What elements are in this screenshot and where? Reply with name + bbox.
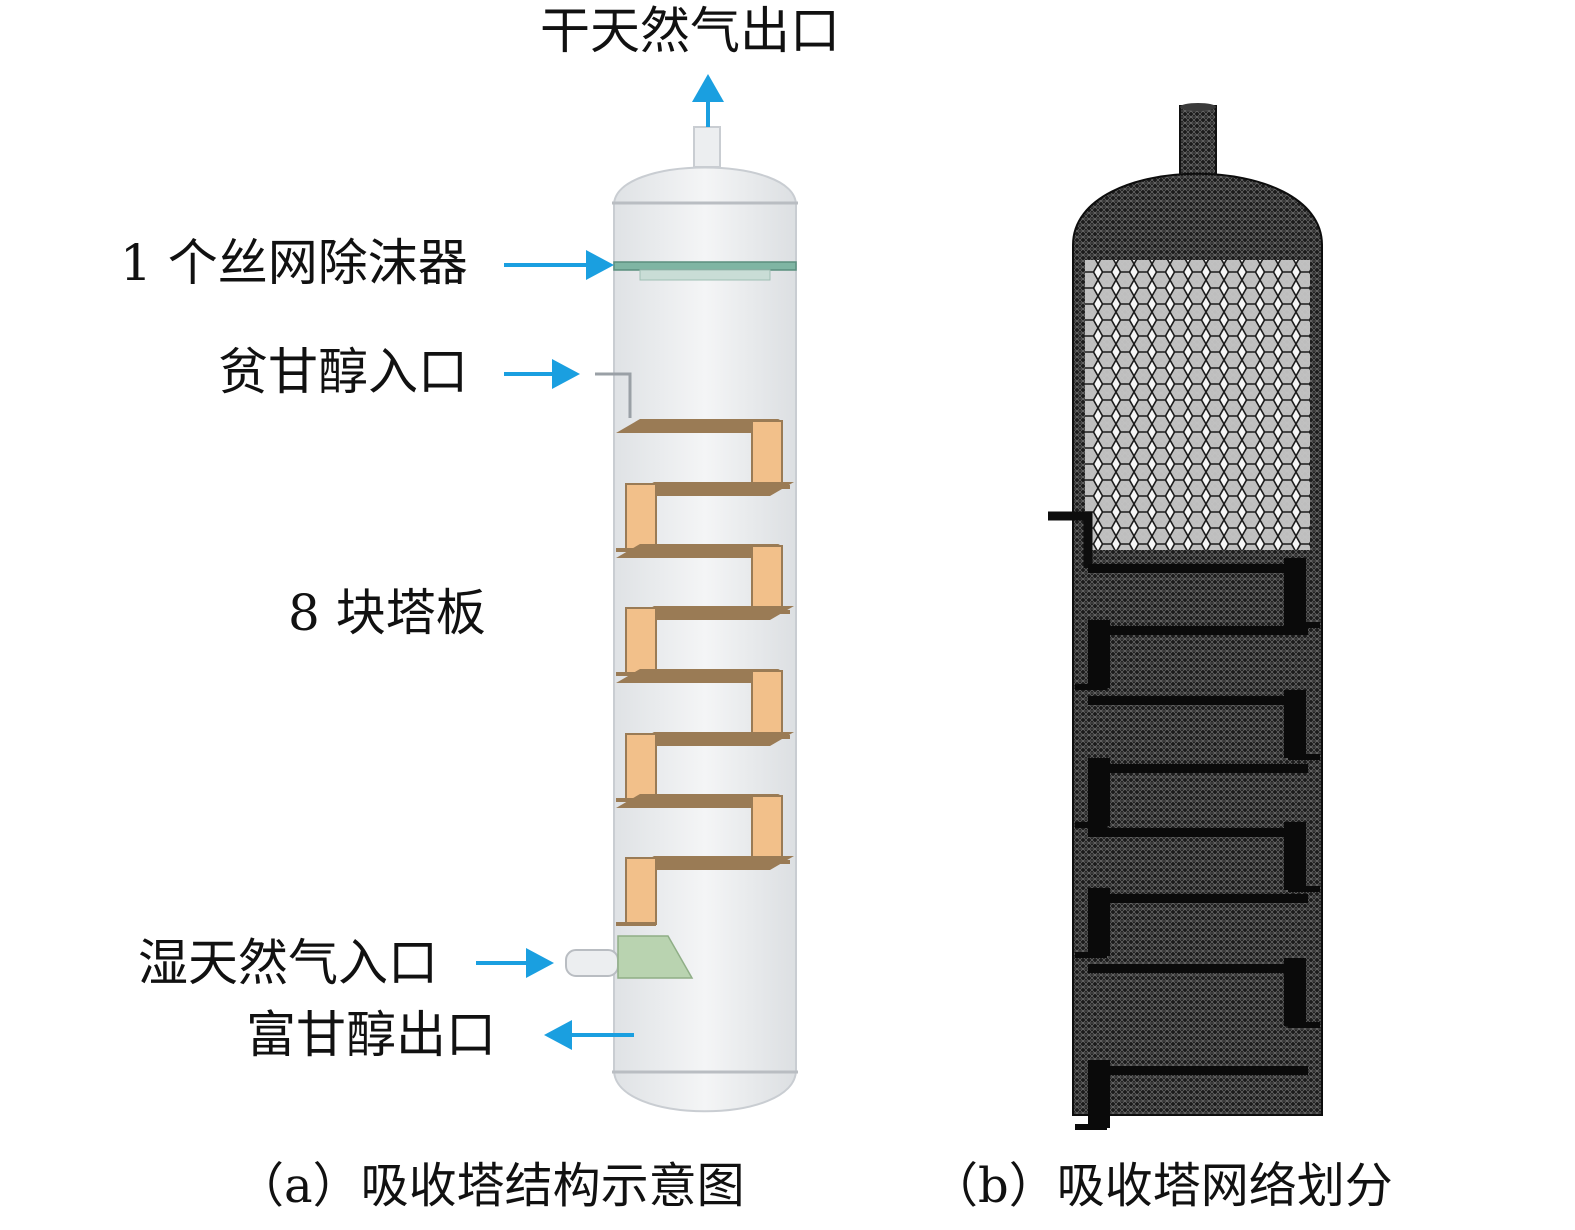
tray-7 bbox=[616, 794, 790, 864]
mist-eliminator bbox=[613, 261, 797, 271]
panel-a-vessel bbox=[565, 126, 798, 1113]
tray-5 bbox=[616, 669, 790, 739]
panel-a-arrows bbox=[476, 74, 724, 1050]
mesh-tray-7 bbox=[1088, 958, 1320, 1028]
mesh-tray-5 bbox=[1088, 822, 1320, 892]
mesh-tray-6 bbox=[1075, 888, 1308, 958]
label-trays: 8 块塔板 bbox=[288, 584, 486, 642]
tray-stack bbox=[616, 419, 794, 926]
label-dry-gas-outlet: 干天然气出口 bbox=[540, 2, 840, 60]
mesh-tray-stack bbox=[1075, 558, 1320, 1130]
mesh-tray-8 bbox=[1075, 1060, 1308, 1130]
mesh-tray-3 bbox=[1088, 690, 1320, 760]
mesh-top-nozzle bbox=[1179, 105, 1217, 181]
label-wet-gas-inlet: 湿天然气入口 bbox=[138, 934, 438, 992]
wet-gas-inlet-pipe bbox=[565, 949, 619, 977]
inlet-distributor bbox=[617, 935, 694, 979]
caption-panel-b: （b）吸收塔网络划分 bbox=[930, 1158, 1393, 1214]
tray-6 bbox=[616, 732, 794, 802]
vessel-shell bbox=[613, 166, 797, 1113]
panel-b-mesh bbox=[1048, 103, 1323, 1130]
mesh-lean-glycol-inlet bbox=[1048, 511, 1093, 568]
tray-4 bbox=[616, 606, 794, 676]
mesh-tray-2 bbox=[1075, 620, 1308, 690]
arrow-mist-eliminator bbox=[504, 250, 614, 280]
arrow-lean-glycol-inlet bbox=[504, 359, 580, 389]
arrow-dry-gas-outlet bbox=[692, 74, 724, 127]
tray-8 bbox=[616, 856, 794, 926]
arrow-rich-glycol-outlet bbox=[544, 1020, 634, 1050]
label-mist-eliminator: 1 个丝网除沫器 bbox=[120, 234, 468, 292]
top-nozzle bbox=[693, 126, 721, 168]
arrow-wet-gas-inlet bbox=[476, 948, 554, 978]
caption-panel-a: （a）吸收塔结构示意图 bbox=[236, 1158, 745, 1214]
mist-eliminator-pad bbox=[639, 269, 771, 281]
mesh-tray-4 bbox=[1075, 758, 1308, 828]
tray-2 bbox=[616, 482, 794, 552]
lean-glycol-pipe bbox=[595, 372, 632, 418]
label-rich-glycol-outlet: 富甘醇出口 bbox=[246, 1006, 496, 1064]
mesh-upper-region bbox=[1085, 260, 1310, 550]
mesh-tray-1 bbox=[1088, 558, 1320, 628]
label-lean-glycol-inlet: 贫甘醇入口 bbox=[218, 343, 468, 401]
